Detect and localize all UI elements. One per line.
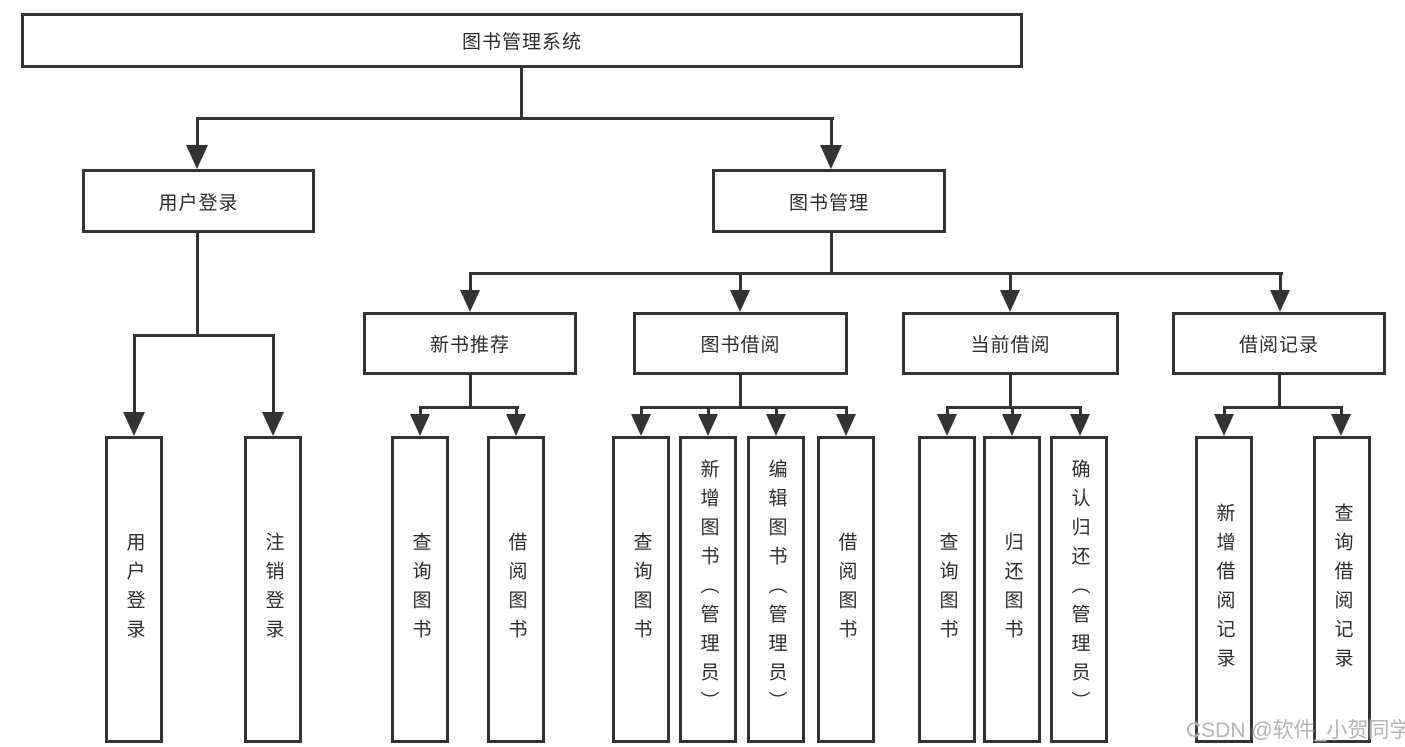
arrow-down-icon bbox=[766, 414, 786, 436]
arrow-down-icon bbox=[123, 412, 145, 436]
node-label: 注销登录 bbox=[262, 531, 284, 648]
arrow-down-icon bbox=[1070, 414, 1090, 436]
connector-line bbox=[1340, 406, 1343, 416]
connector-line bbox=[707, 406, 710, 416]
connector-line bbox=[1009, 375, 1012, 408]
node-label: 当前借阅 bbox=[970, 335, 1051, 356]
node-label: 新书推荐 bbox=[429, 335, 510, 356]
connector-line bbox=[469, 272, 1283, 275]
node-label: 查询图书 bbox=[630, 531, 652, 648]
arrow-down-icon bbox=[937, 414, 957, 436]
arrow-down-icon bbox=[820, 145, 842, 169]
connector-line bbox=[1278, 375, 1281, 408]
node-borrow-books-borrowing: 借阅图书 bbox=[817, 436, 875, 743]
connector-line bbox=[515, 406, 518, 416]
connector-line bbox=[469, 272, 472, 290]
arrow-down-icon bbox=[1002, 414, 1022, 436]
connector-line bbox=[133, 334, 136, 412]
connector-line bbox=[1079, 406, 1082, 416]
connector-line bbox=[640, 406, 848, 409]
node-label: 用户登录 bbox=[158, 192, 239, 214]
node-borrowing-records: 借阅记录 bbox=[1172, 312, 1386, 375]
node-label: 图书管理 bbox=[788, 192, 869, 214]
arrow-down-icon bbox=[631, 414, 651, 436]
node-borrow-books-recommend: 借阅图书 bbox=[487, 436, 545, 743]
node-label: 新增图书（管理员） bbox=[697, 459, 719, 720]
connector-line bbox=[196, 233, 199, 337]
node-label: 查询图书 bbox=[936, 531, 958, 648]
arrow-down-icon bbox=[1331, 414, 1351, 436]
node-logout-action: 注销登录 bbox=[244, 436, 302, 743]
connector-line bbox=[739, 375, 742, 408]
node-user-login-action: 用户登录 bbox=[105, 436, 163, 743]
node-label: 查询图书 bbox=[409, 531, 431, 648]
node-label: 查询借阅记录 bbox=[1331, 502, 1353, 677]
arrow-down-icon bbox=[1270, 290, 1290, 312]
connector-line bbox=[419, 406, 422, 416]
arrow-down-icon bbox=[460, 290, 480, 312]
node-new-book-recommend: 新书推荐 bbox=[363, 312, 577, 375]
connector-line bbox=[739, 272, 742, 290]
node-label: 归还图书 bbox=[1001, 531, 1023, 648]
node-query-books-recommend: 查询图书 bbox=[391, 436, 449, 743]
node-confirm-return-admin: 确认归还（管理员） bbox=[1050, 436, 1108, 743]
arrow-down-icon bbox=[730, 290, 750, 312]
node-label: 用户登录 bbox=[123, 531, 145, 648]
node-add-book-admin: 新增图书（管理员） bbox=[679, 436, 737, 743]
arrow-down-icon bbox=[262, 412, 284, 436]
node-book-management: 图书管理 bbox=[712, 169, 946, 233]
connector-line bbox=[196, 117, 199, 145]
node-label: 借阅图书 bbox=[505, 531, 527, 648]
connector-line bbox=[1279, 272, 1282, 290]
arrow-down-icon bbox=[1000, 290, 1020, 312]
connector-line bbox=[1223, 406, 1343, 409]
node-user-login: 用户登录 bbox=[82, 169, 315, 233]
connector-line bbox=[419, 406, 519, 409]
arrow-down-icon bbox=[506, 414, 526, 436]
connector-line bbox=[1009, 272, 1012, 290]
arrow-down-icon bbox=[698, 414, 718, 436]
arrow-down-icon bbox=[1214, 414, 1234, 436]
connector-line bbox=[133, 334, 275, 337]
connector-line bbox=[272, 334, 275, 412]
node-query-books-borrowing: 查询图书 bbox=[612, 436, 670, 743]
connector-line bbox=[469, 375, 472, 408]
connector-line bbox=[775, 406, 778, 416]
node-query-borrow-record: 查询借阅记录 bbox=[1313, 436, 1371, 743]
connector-line bbox=[830, 117, 833, 145]
node-label: 新增借阅记录 bbox=[1213, 502, 1235, 677]
connector-line bbox=[196, 117, 834, 120]
connector-line bbox=[520, 66, 523, 119]
node-label: 借阅图书 bbox=[835, 531, 857, 648]
node-library-system: 图书管理系统 bbox=[21, 13, 1023, 68]
connector-line bbox=[1223, 406, 1226, 416]
node-add-borrow-record: 新增借阅记录 bbox=[1195, 436, 1253, 743]
node-label: 图书管理系统 bbox=[461, 32, 582, 53]
node-label: 借阅记录 bbox=[1238, 335, 1319, 356]
arrow-down-icon bbox=[836, 414, 856, 436]
connector-line bbox=[946, 406, 1082, 409]
node-label: 确认归还（管理员） bbox=[1068, 459, 1090, 720]
node-query-books-current: 查询图书 bbox=[918, 436, 976, 743]
node-label: 图书借阅 bbox=[700, 335, 781, 356]
arrow-down-icon bbox=[186, 145, 208, 169]
csdn-watermark: CSDN @软件_小贺同学 bbox=[1186, 719, 1405, 742]
connector-line bbox=[1011, 406, 1014, 416]
node-book-borrowing: 图书借阅 bbox=[633, 312, 848, 375]
connector-line bbox=[845, 406, 848, 416]
node-current-borrowing: 当前借阅 bbox=[902, 312, 1119, 375]
arrow-down-icon bbox=[410, 414, 430, 436]
connector-line bbox=[640, 406, 643, 416]
connector-line bbox=[946, 406, 949, 416]
node-return-books: 归还图书 bbox=[983, 436, 1041, 743]
node-label: 编辑图书（管理员） bbox=[765, 459, 787, 720]
node-edit-book-admin: 编辑图书（管理员） bbox=[747, 436, 805, 743]
connector-line bbox=[830, 233, 833, 274]
